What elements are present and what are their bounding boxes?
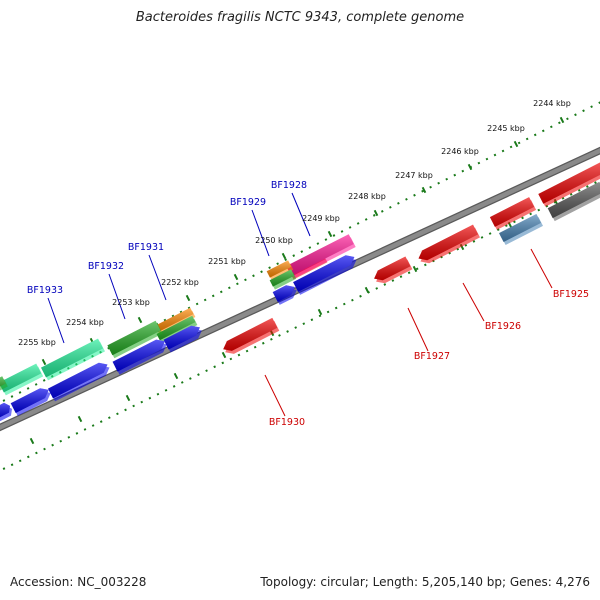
label-leader-line [462, 282, 485, 322]
major-tick [467, 163, 473, 171]
scale-label: 2246 kbp [441, 147, 479, 156]
gene-bar-orange-shade [154, 307, 194, 333]
gene-bar-blue-shade [272, 285, 295, 302]
label-leader-line [407, 307, 429, 352]
major-tick [233, 273, 239, 281]
label-leaders [47, 192, 553, 417]
gene-bar-green-shade [156, 315, 196, 341]
label-leader-line [251, 209, 270, 257]
tick-track-dots [0, 101, 600, 404]
gene-label-bf1929[interactable]: BF1929 [230, 197, 266, 208]
scale-label: 2252 kbp [161, 278, 199, 287]
genome-summary-text: Topology: circular; Length: 5,205,140 bp… [260, 575, 590, 589]
major-tick [513, 140, 519, 148]
gene-label-bf1925[interactable]: BF1925 [553, 289, 589, 300]
scale-label: 2245 kbp [487, 124, 525, 133]
gene-label-bf1931[interactable]: BF1931 [128, 242, 164, 253]
gene-bar-steel-shade [499, 214, 541, 242]
gene-bar-magenta-shade [286, 234, 354, 276]
major-tick [421, 186, 427, 194]
accession-text: Accession: NC_003228 [10, 575, 147, 589]
gene-features [0, 162, 600, 422]
label-leader-line [530, 248, 553, 289]
major-tick [412, 265, 418, 273]
major-tick [281, 252, 287, 260]
gene-bar-green-shade [107, 320, 161, 356]
gene-bar-blue-shade [163, 325, 200, 350]
gene-label-bf1926[interactable]: BF1926 [485, 321, 521, 332]
gene-label-bf1933[interactable]: BF1933 [27, 285, 63, 296]
scale-label: 2247 kbp [395, 171, 433, 180]
scale-label: 2249 kbp [302, 214, 340, 223]
gene-label-bf1928[interactable]: BF1928 [271, 180, 307, 191]
scale-label: 2254 kbp [66, 318, 104, 327]
gene-bar-red-shade [489, 197, 535, 227]
major-tick [29, 437, 35, 445]
label-leader-line [148, 254, 167, 301]
gene-bar-blue-shade [0, 402, 10, 418]
major-tick [77, 415, 83, 423]
label-leader-line [47, 297, 65, 344]
gene-bar-red-shade [220, 317, 278, 351]
label-leader-line [264, 374, 286, 417]
major-tick [373, 209, 379, 217]
gene-bar-red-shade [416, 224, 478, 261]
map-title: Bacteroides fragilis NCTC 9343, complete… [135, 10, 465, 25]
major-tick [41, 358, 47, 366]
gene-bar-blue-shade [293, 255, 355, 292]
label-leader-line [291, 192, 311, 237]
major-tick [364, 286, 370, 294]
gene-bar-aqua-shade [0, 363, 42, 393]
major-tick [559, 116, 565, 124]
gene-label-bf1927[interactable]: BF1927 [414, 351, 450, 362]
gene-label-bf1930[interactable]: BF1930 [269, 417, 305, 428]
major-tick [185, 294, 191, 302]
gene-bar-aqua-shade [41, 338, 103, 378]
gene-bar-blue-shade [48, 362, 108, 399]
gene-bar-orange-shade [266, 260, 292, 278]
scale-label: 2255 kbp [18, 338, 56, 347]
scale-label: 2253 kbp [112, 298, 150, 307]
major-tick [317, 308, 323, 316]
major-tick [221, 351, 227, 359]
major-tick [137, 316, 143, 324]
gene-bar-blue-shade [10, 388, 49, 413]
gene-bar-red-shade [371, 256, 411, 281]
scale-label: 2250 kbp [255, 236, 293, 245]
gene-bar-green-shade [0, 376, 6, 387]
label-leader-line [108, 273, 126, 320]
gene-bar-grey-shade [547, 181, 600, 219]
scale-label: 2244 kbp [533, 99, 571, 108]
major-tick [327, 230, 333, 238]
major-tick [125, 394, 131, 402]
gene-bar-red-shade [538, 162, 600, 204]
gene-label-bf1932[interactable]: BF1932 [88, 261, 124, 272]
scale-label: 2251 kbp [208, 257, 246, 266]
major-tick [173, 372, 179, 380]
scale-label: 2248 kbp [348, 192, 386, 201]
gene-bar-green-shade [269, 269, 295, 287]
gene-bar-blue-shade [112, 339, 165, 372]
